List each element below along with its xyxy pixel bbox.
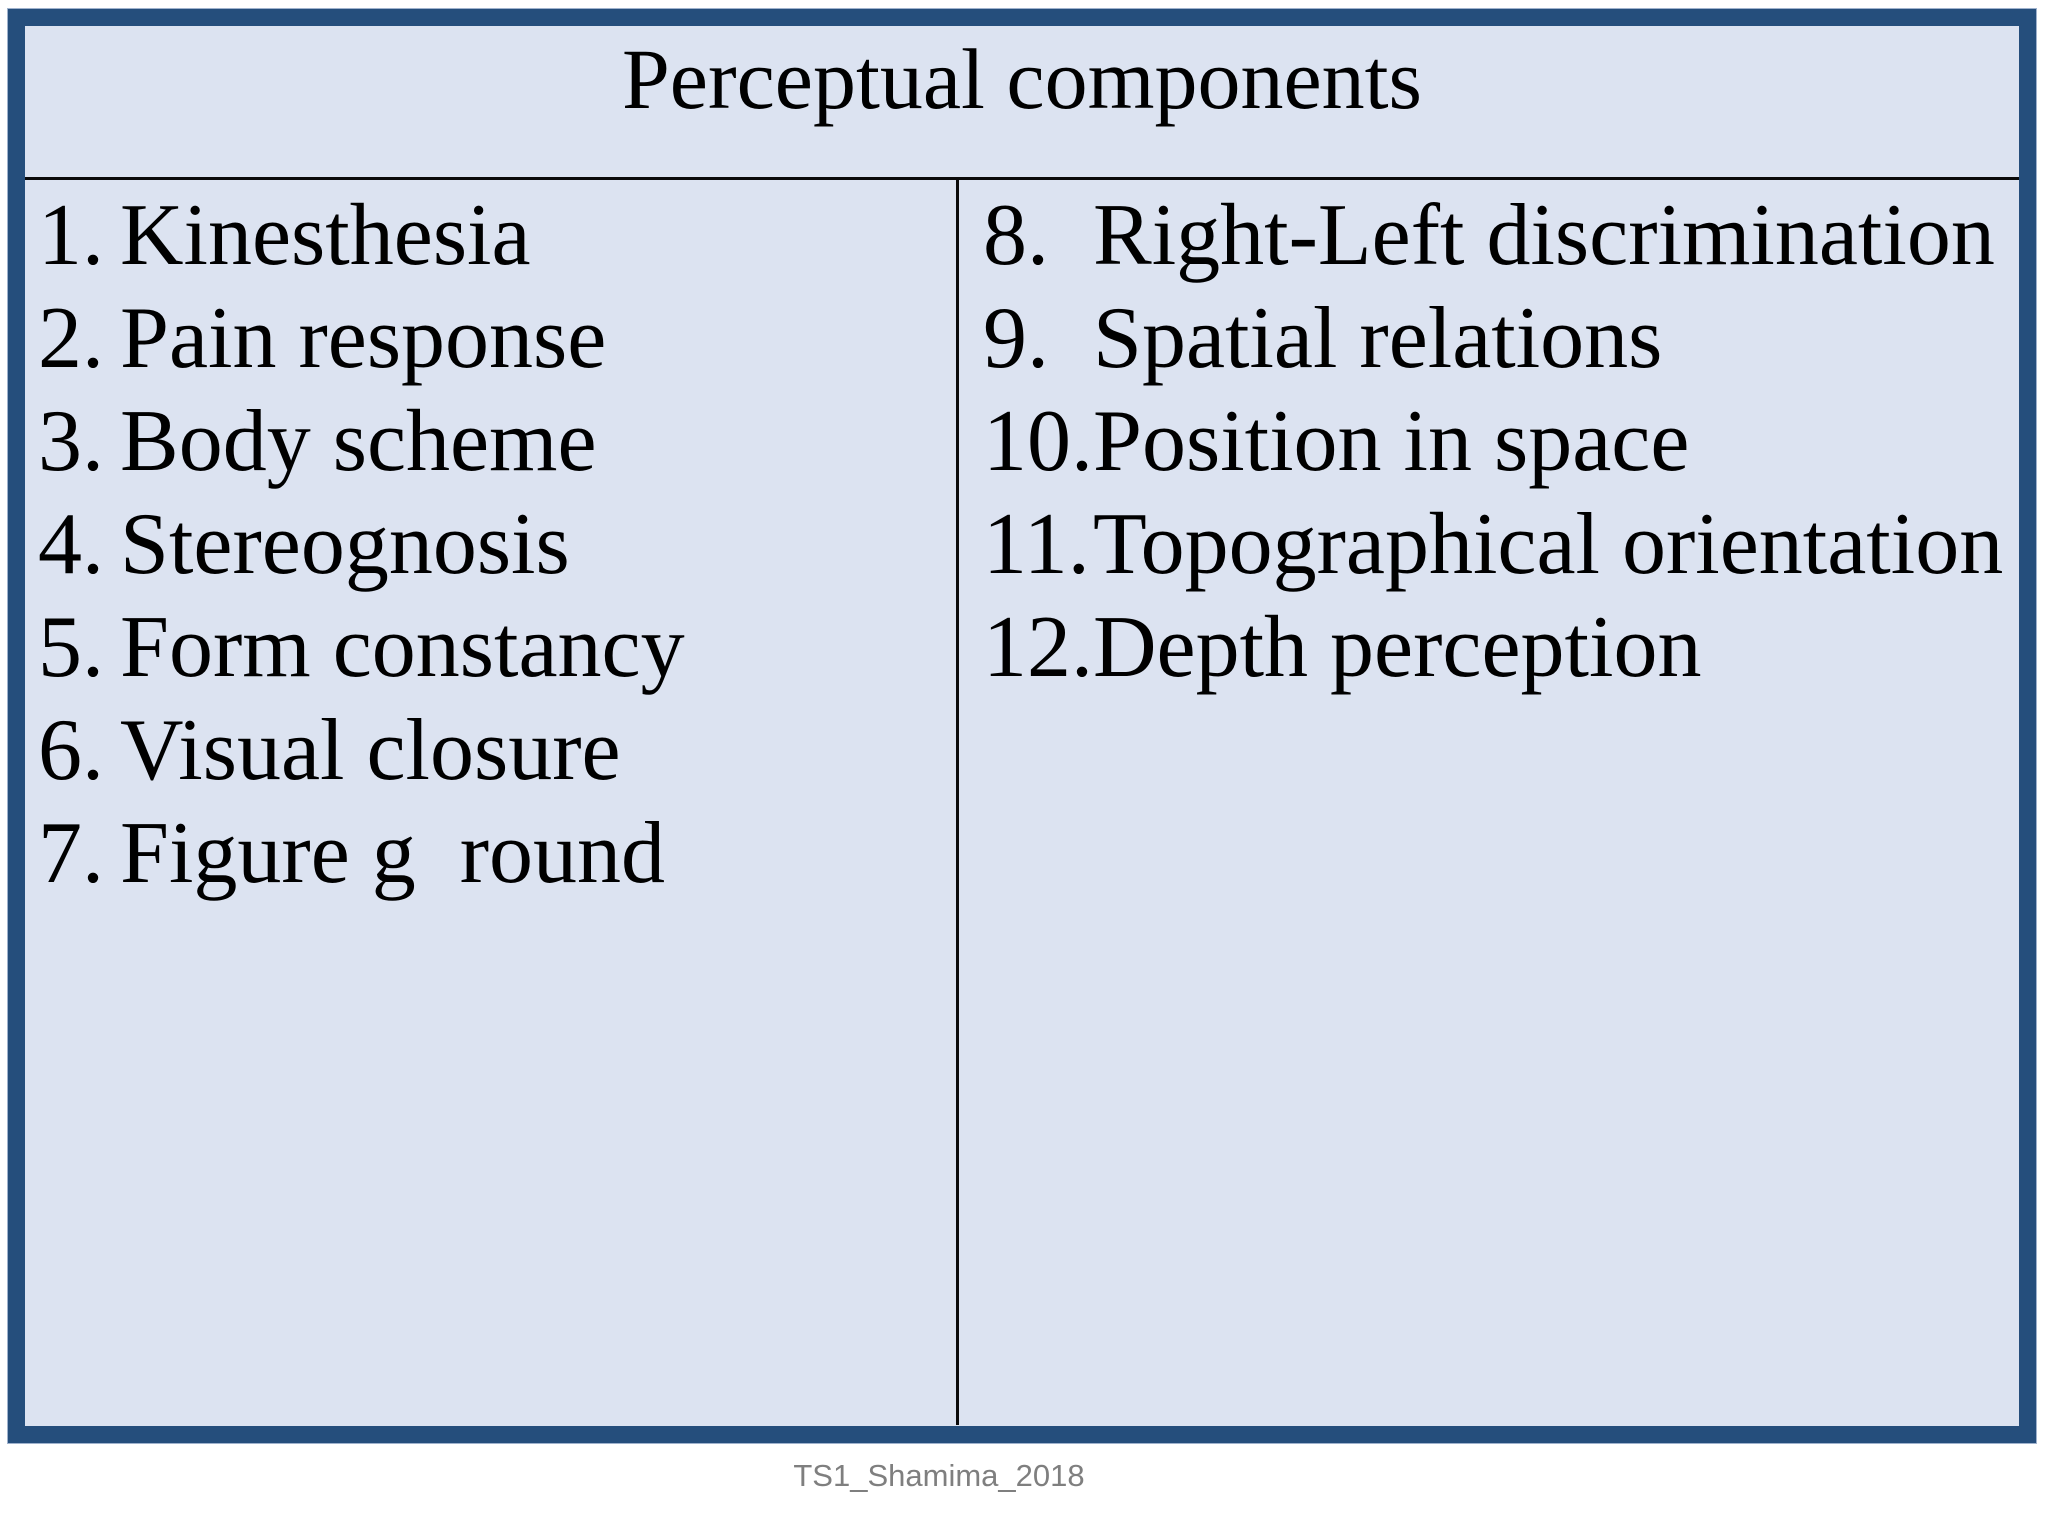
item-number: 9. xyxy=(983,290,1049,387)
list-item: 8. Right-Left discrimination xyxy=(959,184,2019,287)
list-item: 12. Depth perception xyxy=(959,596,2019,699)
item-number: 2. xyxy=(38,290,104,387)
item-number: 10. xyxy=(983,393,1093,490)
list-item: 7. Figure g round xyxy=(25,802,956,905)
left-list: 1. Kinesthesia 2. Pain response 3. Body … xyxy=(25,180,956,905)
item-text: Figure g round xyxy=(120,805,666,902)
list-item: 1. Kinesthesia xyxy=(25,184,956,287)
list-item: 10. Position in space xyxy=(959,390,2019,493)
item-text: Topographical orientation xyxy=(1093,496,2004,593)
title-separator-line xyxy=(25,177,2019,180)
list-item: 2. Pain response xyxy=(25,287,956,390)
item-number: 11. xyxy=(983,496,1090,593)
item-text: Position in space xyxy=(1093,393,1690,490)
item-text: Spatial relations xyxy=(1093,290,1663,387)
right-column: 8. Right-Left discrimination 9. Spatial … xyxy=(959,180,2019,1425)
item-number: 5. xyxy=(38,599,104,696)
item-number: 8. xyxy=(983,187,1049,284)
item-number: 6. xyxy=(38,702,104,799)
slide: Perceptual components 1. Kinesthesia 2. … xyxy=(8,9,2036,1443)
item-number: 4. xyxy=(38,496,104,593)
item-number: 1. xyxy=(38,187,104,284)
list-item: 4. Stereognosis xyxy=(25,493,956,596)
right-list: 8. Right-Left discrimination 9. Spatial … xyxy=(959,180,2019,699)
item-number: 12. xyxy=(983,599,1093,696)
item-text: Visual closure xyxy=(120,702,621,799)
list-item: 9. Spatial relations xyxy=(959,287,2019,390)
item-text: Body scheme xyxy=(120,393,597,490)
list-item: 3. Body scheme xyxy=(25,390,956,493)
slide-title-band: Perceptual components xyxy=(25,26,2019,177)
slide-title: Perceptual components xyxy=(621,31,1423,127)
item-number: 7. xyxy=(38,805,104,902)
slide-footer-text: TS1_Shamima_2018 xyxy=(793,1458,1085,1493)
item-text: Right-Left discrimination xyxy=(1093,187,1995,284)
list-item: 6. Visual closure xyxy=(25,699,956,802)
item-number: 3. xyxy=(38,393,104,490)
list-item: 11. Topographical orientation xyxy=(959,493,2019,596)
left-column: 1. Kinesthesia 2. Pain response 3. Body … xyxy=(25,180,956,1425)
item-text: Form constancy xyxy=(120,599,685,696)
item-text: Stereognosis xyxy=(120,496,570,593)
item-text: Pain response xyxy=(120,290,607,387)
item-text: Kinesthesia xyxy=(120,187,531,284)
item-text: Depth perception xyxy=(1093,599,1702,696)
two-column-area: 1. Kinesthesia 2. Pain response 3. Body … xyxy=(25,180,2019,1425)
list-item: 5. Form constancy xyxy=(25,596,956,699)
column-divider-line xyxy=(956,180,959,1425)
